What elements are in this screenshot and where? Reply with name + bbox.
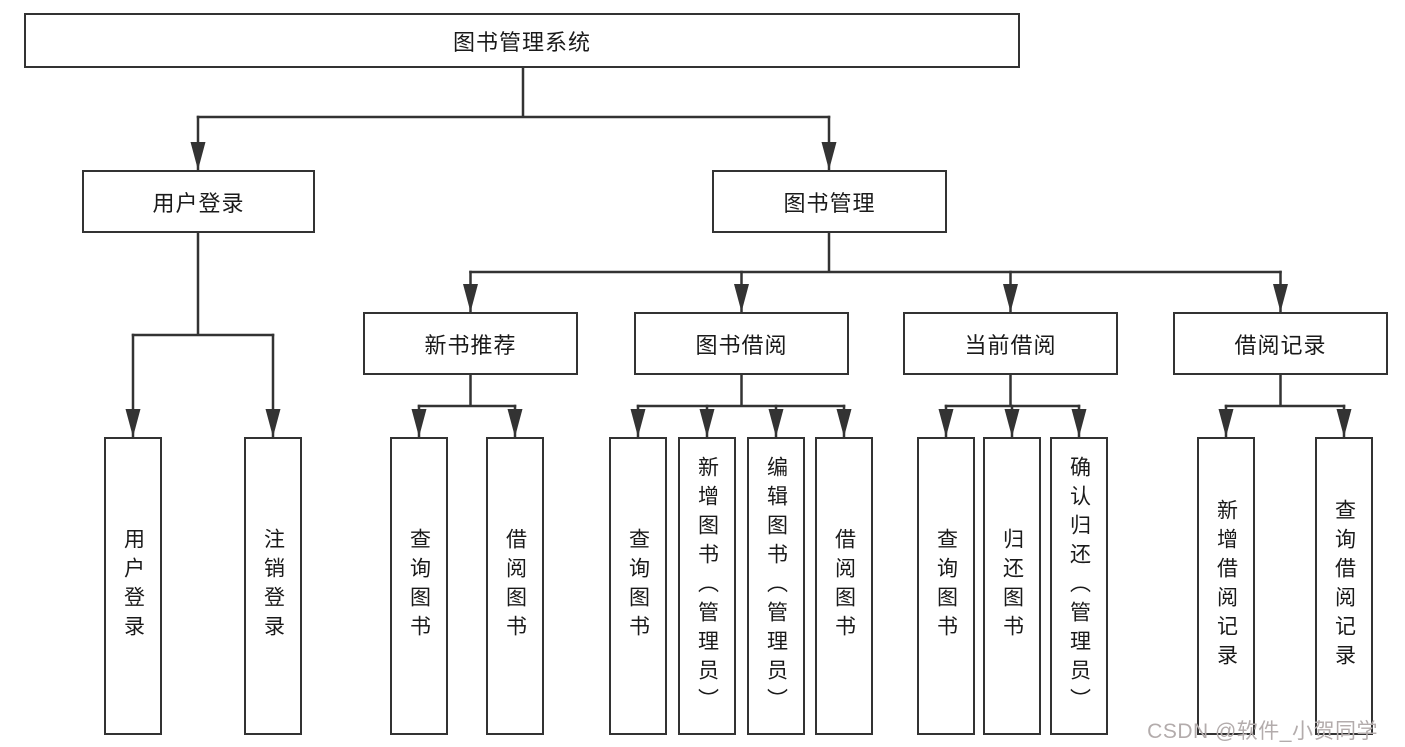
node-book-management: 图书管理 [712, 170, 947, 233]
node-label: 新书推荐 [424, 332, 517, 358]
node-library-management-system: 图书管理系统 [24, 13, 1020, 68]
leaf-edit-books-admin: 编辑图书（管理员） [747, 437, 805, 735]
node-new-book-recommend: 新书推荐 [363, 312, 578, 375]
leaf-query-books-1: 查询图书 [390, 437, 448, 735]
connector-userlogin-rail [131, 231, 275, 337]
node-current-borrow: 当前借阅 [903, 312, 1118, 375]
node-book-borrow: 图书借阅 [634, 312, 849, 375]
node-label: 新增借阅记录 [1214, 499, 1238, 673]
connector-currentborrow-rail [944, 373, 1081, 408]
node-label: 图书管理 [783, 190, 876, 216]
node-label: 归还图书 [1000, 528, 1024, 644]
node-borrow-records: 借阅记录 [1173, 312, 1388, 375]
node-label: 查询图书 [934, 528, 958, 644]
node-label: 新增图书（管理员） [695, 455, 719, 717]
node-label: 借阅图书 [832, 528, 856, 644]
connector-records-rail [1224, 373, 1346, 408]
node-label: 注销登录 [261, 528, 285, 644]
node-label: 借阅图书 [503, 528, 527, 644]
node-label: 查询借阅记录 [1332, 499, 1356, 673]
node-user-login: 用户登录 [82, 170, 315, 233]
node-label: 图书管理系统 [452, 29, 591, 55]
leaf-add-borrow-record: 新增借阅记录 [1197, 437, 1255, 735]
leaf-logout: 注销登录 [244, 437, 302, 735]
leaf-add-books-admin: 新增图书（管理员） [678, 437, 736, 735]
connector-bookmgmt-rail [469, 231, 1282, 274]
leaf-query-books-2: 查询图书 [609, 437, 667, 735]
leaf-query-books-3: 查询图书 [917, 437, 975, 735]
node-label: 编辑图书（管理员） [764, 455, 788, 717]
leaf-borrow-books-1: 借阅图书 [486, 437, 544, 735]
leaf-borrow-books-2: 借阅图书 [815, 437, 873, 735]
node-label: 查询图书 [626, 528, 650, 644]
node-label: 查询图书 [407, 528, 431, 644]
node-label: 用户登录 [121, 528, 145, 644]
connector-root-rail [196, 66, 831, 119]
node-label: 借阅记录 [1234, 332, 1327, 358]
node-label: 确认归还（管理员） [1067, 455, 1091, 717]
connector-bookborrow-rail [636, 373, 846, 408]
node-label: 图书借阅 [695, 332, 788, 358]
leaf-user-login: 用户登录 [104, 437, 162, 735]
watermark: CSDN @软件_小贺同学 [1147, 720, 1378, 743]
node-label: 当前借阅 [964, 332, 1057, 358]
leaf-query-borrow-record: 查询借阅记录 [1315, 437, 1373, 735]
leaf-return-books: 归还图书 [983, 437, 1041, 735]
leaf-confirm-return-admin: 确认归还（管理员） [1050, 437, 1108, 735]
connector-newbook-rail [417, 373, 517, 408]
node-label: 用户登录 [152, 190, 245, 216]
